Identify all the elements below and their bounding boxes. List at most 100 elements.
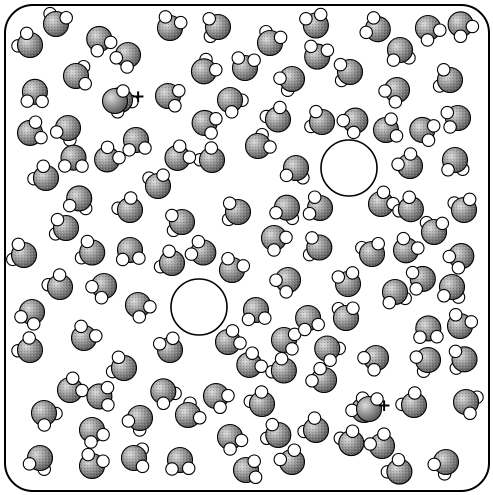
hydrogen-atom	[454, 30, 466, 42]
hydrogen-atom	[51, 213, 63, 225]
hydrogen-atom	[270, 207, 282, 219]
hydrogen-atom	[175, 16, 187, 28]
hydrogen-atom	[122, 415, 134, 427]
hydrogen-atom	[23, 458, 35, 470]
hydrogen-atom	[81, 235, 93, 247]
hydrogen-atom	[377, 186, 389, 198]
hydrogen-atom	[387, 54, 399, 66]
hydrogen-atom	[173, 85, 185, 97]
ion-cavity	[321, 140, 377, 196]
ion-charge-label: +	[131, 87, 145, 107]
hydrogen-atom	[422, 134, 434, 146]
hydrogen-atom	[452, 262, 464, 274]
hydrogen-atom	[421, 34, 433, 46]
hydrogen-atom	[60, 12, 72, 24]
hydrogen-atom	[428, 458, 440, 470]
hydrogen-atom	[434, 24, 446, 36]
hydrogen-atom	[163, 245, 175, 257]
hydrogen-atom	[157, 397, 169, 409]
hydrogen-atom	[303, 208, 315, 220]
hydrogen-atom	[248, 54, 260, 66]
hydrogen-atom	[364, 438, 376, 450]
hydrogen-atom	[436, 217, 448, 229]
hydrogen-atom	[310, 105, 322, 117]
hydrogen-atom	[286, 343, 298, 355]
hydrogen-atom	[125, 192, 137, 204]
hydrogen-atom	[86, 281, 98, 293]
hydrogen-atom	[159, 11, 171, 23]
hydrogen-atom	[390, 130, 402, 142]
hydrogen-atom	[438, 290, 450, 302]
hydrogen-atom	[101, 381, 113, 393]
hydrogen-atom	[308, 412, 320, 424]
hydrogen-atom	[185, 248, 197, 260]
hydrogen-atom	[442, 164, 454, 176]
hydrogen-atom	[312, 318, 324, 330]
hydrogen-atom	[166, 463, 178, 475]
hydrogen-atom	[449, 345, 461, 357]
hydrogen-atom	[466, 20, 478, 32]
water-molecule	[332, 302, 359, 331]
hydrogen-atom	[348, 126, 360, 138]
hydrogen-atom	[410, 351, 422, 363]
hydrogen-atom	[406, 266, 418, 278]
hydrogen-atom	[214, 401, 226, 413]
hydrogen-atom	[85, 436, 97, 448]
hydrogen-atom	[242, 313, 254, 325]
hydrogen-atom	[367, 12, 379, 24]
hydrogen-atom	[280, 169, 292, 181]
hydrogen-atom	[76, 384, 88, 396]
hydrogen-atom	[379, 85, 391, 97]
hydrogen-atom	[431, 331, 443, 343]
hydrogen-atom	[37, 160, 49, 172]
hydrogen-atom	[270, 274, 282, 286]
hydrogen-atom	[274, 101, 286, 113]
hydrogen-atom	[121, 61, 133, 73]
hydrogen-atom	[372, 238, 384, 250]
hydrogen-atom	[169, 100, 181, 112]
hydrogen-atom	[465, 316, 477, 328]
hydrogen-atom	[76, 160, 88, 172]
hydrogen-atom	[192, 235, 204, 247]
hydrogen-atom	[194, 412, 206, 424]
hydrogen-atom	[385, 113, 397, 125]
hydrogen-atom	[441, 106, 453, 118]
hydrogen-atom	[102, 399, 114, 411]
hydrogen-atom	[275, 353, 287, 365]
hydrogen-atom	[280, 231, 292, 243]
hydrogen-atom	[113, 152, 125, 164]
hydrogen-atom	[167, 332, 179, 344]
hydrogen-atom	[36, 95, 48, 107]
hydrogen-atom	[136, 460, 148, 472]
hydrogen-atom	[222, 389, 234, 401]
hydrogen-atom	[75, 320, 87, 332]
hydrogen-atom	[321, 44, 333, 56]
hydrogen-atom	[112, 351, 124, 363]
hydrogen-atom	[53, 269, 65, 281]
hydrogen-atom	[117, 85, 129, 97]
hydrogen-atom	[117, 253, 129, 265]
hydrogen-atom	[397, 232, 409, 244]
hydrogen-atom	[306, 232, 318, 244]
hydrogen-atom	[274, 31, 286, 43]
hydrogen-atom	[266, 418, 278, 430]
hydrogen-atom	[334, 58, 346, 70]
hydrogen-atom	[203, 13, 215, 25]
hydrogen-atom	[274, 453, 286, 465]
ion-charge-label: +	[377, 396, 391, 416]
hydrogen-atom	[274, 72, 286, 84]
hydrogen-atom	[360, 26, 372, 38]
hydrogen-atom	[414, 331, 426, 343]
hydrogen-atom	[224, 443, 236, 455]
hydrogen-atom	[346, 267, 358, 279]
hydrogen-atom	[268, 244, 280, 256]
hydrogen-atom	[222, 253, 234, 265]
hydrogen-atom	[428, 120, 440, 132]
hydrogen-atom	[358, 352, 370, 364]
hydrogen-atom	[12, 238, 24, 250]
hydrogen-atom	[21, 95, 33, 107]
hydrogen-atom	[38, 419, 50, 431]
hydrogen-atom	[410, 283, 422, 295]
hydrogen-atom	[246, 347, 258, 359]
